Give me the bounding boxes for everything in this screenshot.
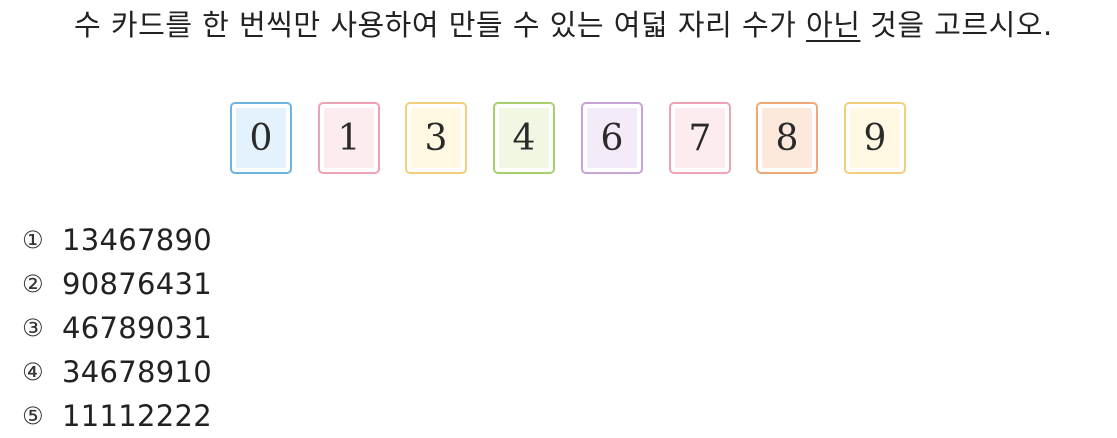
number-card: 1 xyxy=(318,102,380,174)
question-text-after: 것을 고르시오. xyxy=(860,8,1053,42)
option-value: 11112222 xyxy=(62,399,213,433)
card-face xyxy=(850,108,900,168)
card-face xyxy=(411,108,461,168)
option-number: ② xyxy=(22,270,44,298)
number-card: 4 xyxy=(493,102,555,174)
card-face xyxy=(587,108,637,168)
card-digit: 4 xyxy=(512,117,536,159)
answer-options: ① 13467890 ② 90876431 ③ 46789031 ④ 34678… xyxy=(22,218,212,438)
number-card: 0 xyxy=(230,102,292,174)
option-number: ⑤ xyxy=(22,402,44,430)
card-digit: 3 xyxy=(424,117,448,159)
number-card: 8 xyxy=(756,102,818,174)
card-face xyxy=(762,108,812,168)
answer-option-5[interactable]: ⑤ 11112222 xyxy=(22,394,212,438)
card-digit: 9 xyxy=(863,117,887,159)
answer-option-3[interactable]: ③ 46789031 xyxy=(22,306,212,350)
option-value: 46789031 xyxy=(62,311,213,345)
option-number: ① xyxy=(22,226,44,254)
number-card-row: 0 1 3 4 6 7 8 9 xyxy=(230,102,910,176)
card-digit: 7 xyxy=(688,117,712,159)
question-underlined-word: 아닌 xyxy=(806,8,861,42)
card-digit: 0 xyxy=(249,117,273,159)
card-face xyxy=(236,108,286,168)
number-card: 3 xyxy=(405,102,467,174)
card-digit: 6 xyxy=(600,117,624,159)
number-card: 6 xyxy=(581,102,643,174)
option-number: ④ xyxy=(22,358,44,386)
card-digit: 1 xyxy=(337,117,361,159)
card-face xyxy=(675,108,725,168)
card-face xyxy=(499,108,549,168)
number-card: 7 xyxy=(669,102,731,174)
answer-option-2[interactable]: ② 90876431 xyxy=(22,262,212,306)
option-value: 90876431 xyxy=(62,267,213,301)
option-value: 34678910 xyxy=(62,355,213,389)
option-value: 13467890 xyxy=(62,223,213,257)
answer-option-4[interactable]: ④ 34678910 xyxy=(22,350,212,394)
answer-option-1[interactable]: ① 13467890 xyxy=(22,218,212,262)
question-text-before: 수 카드를 한 번씩만 사용하여 만들 수 있는 여덟 자리 수가 xyxy=(74,8,807,42)
card-digit: 8 xyxy=(775,117,799,159)
question-text: 수 카드를 한 번씩만 사용하여 만들 수 있는 여덟 자리 수가 아닌 것을 … xyxy=(22,2,1102,48)
number-card: 9 xyxy=(844,102,906,174)
option-number: ③ xyxy=(22,314,44,342)
card-face xyxy=(324,108,374,168)
